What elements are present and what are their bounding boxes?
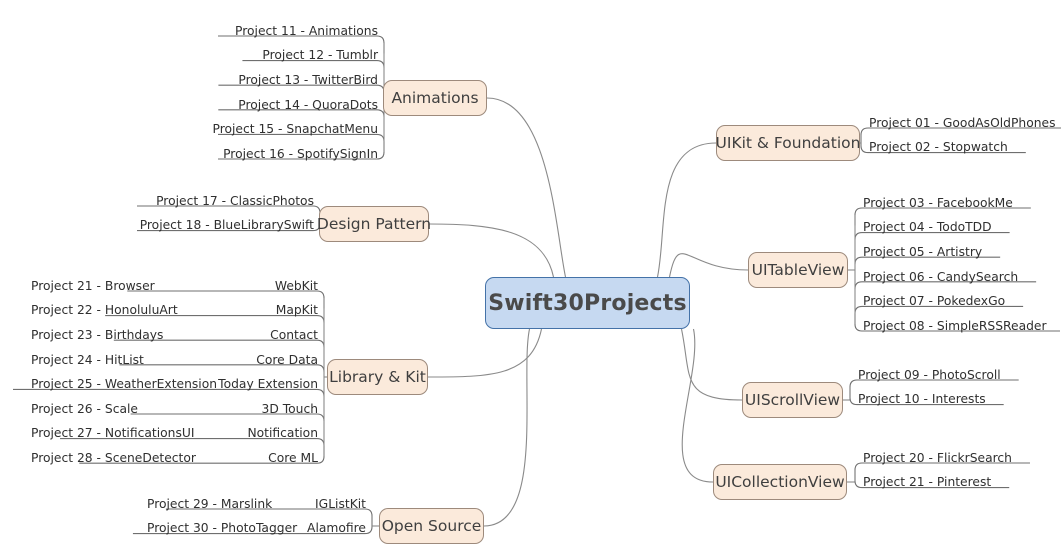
leaf-project-label: Project 21 - Pinterest bbox=[863, 475, 992, 490]
connector-root-to-uitableview bbox=[668, 253, 749, 278]
leaf-item[interactable]: Project 21 - Browser WebKit bbox=[13, 273, 324, 295]
leaf-tech-label: Contact bbox=[270, 327, 318, 342]
leaf-project-label: Project 24 - HitList bbox=[31, 352, 144, 367]
leaf-item[interactable]: Project 28 - SceneDetector Core ML bbox=[13, 445, 324, 467]
connector-root-to-uiscrollview bbox=[680, 328, 743, 401]
leaf-tech-label: Today Extension bbox=[218, 377, 318, 392]
leaf-project-label: Project 18 - BlueLibrarySwift bbox=[139, 218, 314, 233]
branch-node-label: Animations bbox=[391, 89, 479, 107]
leaf-project-label: Project 15 - SnapchatMenu bbox=[212, 122, 379, 137]
branch-node-uikit-and-foundation[interactable]: UIKit & Foundation bbox=[716, 125, 860, 161]
leaf-project-label: Project 20 - FlickrSearch bbox=[863, 450, 1012, 465]
connector-root-to-open-source bbox=[483, 328, 531, 527]
leaf-item[interactable]: Project 16 - SpotifySignIn bbox=[218, 141, 384, 163]
leaf-tech-label: MapKit bbox=[275, 303, 318, 318]
leaf-project-label: Project 04 - TodoTDD bbox=[863, 220, 992, 235]
leaf-project-label: Project 27 - NotificationsUI bbox=[31, 426, 195, 441]
leaf-item[interactable]: Project 03 - FacebookMe bbox=[855, 190, 1060, 212]
leaf-project-label: Project 16 - SpotifySignIn bbox=[223, 146, 378, 161]
leaf-project-label: Project 25 - WeatherExtension bbox=[31, 377, 218, 392]
connector-root-to-uikit-and-foundation bbox=[656, 142, 717, 278]
leaf-item[interactable]: Project 12 - Tumblr bbox=[218, 43, 384, 65]
leaf-project-label: Project 21 - Browser bbox=[31, 278, 155, 293]
branch-node-uitableview[interactable]: UITableView bbox=[748, 252, 848, 288]
leaf-project-label: Project 17 - ClassicPhotos bbox=[156, 193, 314, 208]
leaf-item[interactable]: Project 09 - PhotoScroll bbox=[850, 362, 1050, 384]
branch-node-label: Design Pattern bbox=[316, 215, 432, 233]
leaf-item[interactable]: Project 24 - HitList Core Data bbox=[13, 347, 324, 369]
branch-node-design-pattern[interactable]: Design Pattern bbox=[316, 206, 432, 242]
connector-root-to-uicollectionview bbox=[681, 328, 714, 483]
branch-node-label: UITableView bbox=[751, 261, 845, 279]
leaf-project-label: Project 29 - Marslink bbox=[147, 496, 273, 511]
leaf-tech-label: Alamofire bbox=[307, 521, 366, 536]
leaf-project-label: Project 09 - PhotoScroll bbox=[858, 367, 1001, 382]
leaf-project-label: Project 01 - GoodAsOldPhones bbox=[869, 115, 1056, 130]
leaf-item[interactable]: Project 21 - Pinterest bbox=[855, 470, 1055, 492]
branch-node-uiscrollview[interactable]: UIScrollView bbox=[742, 382, 843, 418]
leaf-item[interactable]: Project 07 - PokedexGo bbox=[855, 288, 1060, 310]
leaf-item[interactable]: Project 29 - Marslink IGListKit bbox=[129, 491, 372, 513]
branch-node-label: UIKit & Foundation bbox=[715, 134, 861, 152]
leaf-project-label: Project 03 - FacebookMe bbox=[863, 195, 1013, 210]
leaf-item[interactable]: Project 15 - SnapchatMenu bbox=[213, 116, 384, 138]
connector-root-to-design-pattern bbox=[428, 223, 555, 278]
branch-node-label: UIScrollView bbox=[744, 391, 841, 409]
root-node[interactable]: Swift30Projects bbox=[485, 277, 690, 329]
branch-node-label: UICollectionView bbox=[715, 473, 845, 491]
leaf-project-label: Project 12 - Tumblr bbox=[262, 48, 378, 63]
branch-node-label: Open Source bbox=[381, 517, 482, 535]
leaf-item[interactable]: Project 13 - TwitterBird bbox=[218, 67, 384, 89]
leaf-item[interactable]: Project 18 - BlueLibrarySwift bbox=[137, 213, 320, 235]
leaf-item[interactable]: Project 14 - QuoraDots bbox=[218, 92, 384, 114]
leaf-project-label: Project 05 - Artistry bbox=[863, 244, 983, 259]
leaf-project-label: Project 13 - TwitterBird bbox=[238, 72, 378, 87]
leaf-project-label: Project 11 - Animations bbox=[235, 23, 378, 38]
leaf-item[interactable]: Project 11 - Animations bbox=[218, 18, 384, 40]
leaf-item[interactable]: Project 05 - Artistry bbox=[855, 239, 1060, 261]
leaf-item[interactable]: Project 26 - Scale 3D Touch bbox=[13, 396, 324, 418]
leaf-project-label: Project 02 - Stopwatch bbox=[869, 140, 1008, 155]
connector-root-to-animations bbox=[486, 97, 567, 278]
leaf-item[interactable]: Project 17 - ClassicPhotos bbox=[137, 188, 320, 210]
leaf-tech-label: Core ML bbox=[268, 450, 318, 465]
branch-node-library-and-kit[interactable]: Library & Kit bbox=[327, 359, 428, 395]
root-node-label: Swift30Projects bbox=[488, 290, 687, 316]
leaf-item[interactable]: Project 08 - SimpleRSSReader bbox=[855, 313, 1060, 335]
branch-node-uicollectionview[interactable]: UICollectionView bbox=[713, 464, 847, 500]
connector-root-to-library-and-kit bbox=[427, 328, 543, 378]
branch-node-label: Library & Kit bbox=[329, 368, 426, 386]
leaf-project-label: Project 06 - CandySearch bbox=[863, 269, 1019, 284]
leaf-item[interactable]: Project 20 - FlickrSearch bbox=[855, 445, 1055, 467]
leaf-tech-label: Notification bbox=[247, 426, 318, 441]
leaf-project-label: Project 28 - SceneDetector bbox=[31, 450, 196, 465]
leaf-project-label: Project 10 - Interests bbox=[858, 392, 986, 407]
leaf-item[interactable]: Project 22 - HonoluluArt MapKit bbox=[13, 298, 324, 320]
branch-node-open-source[interactable]: Open Source bbox=[379, 508, 484, 544]
leaf-project-label: Project 26 - Scale bbox=[31, 401, 138, 416]
branch-node-animations[interactable]: Animations bbox=[383, 80, 487, 116]
leaf-item[interactable]: Project 02 - Stopwatch bbox=[861, 135, 1061, 157]
leaf-tech-label: 3D Touch bbox=[261, 401, 319, 416]
leaf-project-label: Project 23 - Birthdays bbox=[31, 327, 164, 342]
leaf-item[interactable]: Project 01 - GoodAsOldPhones bbox=[861, 110, 1061, 132]
leaf-item[interactable]: Project 23 - Birthdays Contact bbox=[13, 322, 324, 344]
leaf-tech-label: IGListKit bbox=[315, 496, 366, 511]
leaf-project-label: Project 30 - PhotoTagger bbox=[147, 521, 298, 536]
leaf-item[interactable]: Project 30 - PhotoTagger Alamofire bbox=[129, 516, 372, 538]
leaf-project-label: Project 07 - PokedexGo bbox=[863, 294, 1006, 309]
leaf-item[interactable]: Project 27 - NotificationsUI Notification bbox=[13, 421, 324, 443]
leaf-project-label: Project 22 - HonoluluArt bbox=[31, 303, 178, 318]
leaf-project-label: Project 08 - SimpleRSSReader bbox=[863, 318, 1047, 333]
leaf-tech-label: Core Data bbox=[256, 352, 318, 367]
leaf-item[interactable]: Project 10 - Interests bbox=[850, 387, 1050, 409]
leaf-tech-label: WebKit bbox=[274, 278, 318, 293]
leaf-project-label: Project 14 - QuoraDots bbox=[238, 97, 378, 112]
leaf-item[interactable]: Project 04 - TodoTDD bbox=[855, 215, 1060, 237]
leaf-item[interactable]: Project 06 - CandySearch bbox=[855, 264, 1060, 286]
